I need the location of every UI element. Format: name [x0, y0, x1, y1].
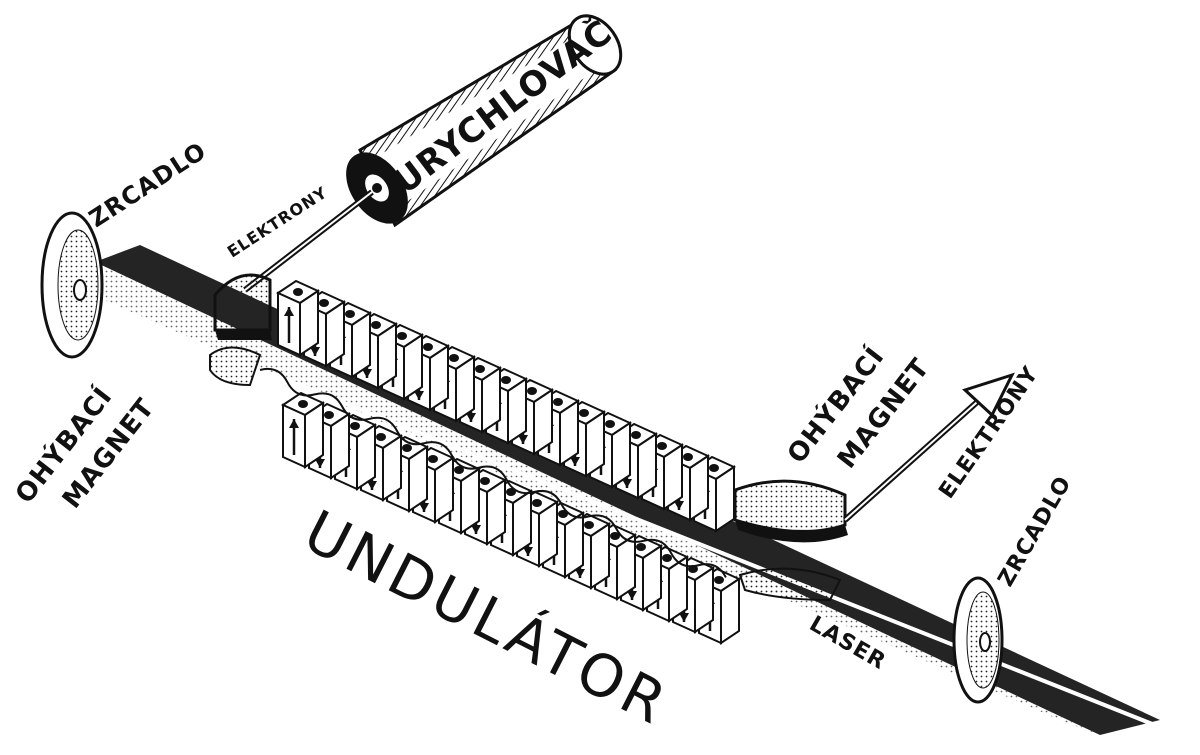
- mirror-right: [952, 576, 1004, 704]
- mirror-left: [40, 211, 104, 359]
- label-accelerator: URYCHLOVAČ: [386, 11, 620, 202]
- magnet-block: [280, 391, 326, 469]
- electron-wiggle-path: [259, 367, 727, 578]
- arrow-down-icon: [362, 369, 372, 378]
- arrow-down-icon: [679, 613, 689, 622]
- label-mirror-right: ZRCADLO: [994, 472, 1077, 591]
- undulator-lower-row: [280, 391, 742, 645]
- electron-injection-line: [243, 189, 374, 293]
- arrow-down-icon: [674, 501, 684, 510]
- arrow-down-icon: [471, 525, 481, 534]
- label-electrons-in: ELEKTRONY: [224, 183, 331, 262]
- bending-magnet-right: [733, 479, 848, 602]
- accelerator-tube: [346, 14, 623, 228]
- arrow-down-icon: [570, 457, 580, 466]
- arrow-down-icon: [575, 569, 585, 578]
- arrow-down-icon: [367, 481, 377, 490]
- arrow-down-icon: [523, 547, 533, 556]
- electron-exit-arrow: [843, 372, 1015, 523]
- magnet-block: [462, 468, 508, 546]
- arrow-down-icon: [518, 435, 528, 444]
- arrow-down-icon: [419, 503, 429, 512]
- bending-magnet-left: [209, 273, 272, 387]
- arrow-down-icon: [310, 347, 320, 356]
- undulator-upper-row: [275, 279, 737, 533]
- label-mirror-left: ZRCADLO: [84, 137, 212, 233]
- magnet-block: [275, 279, 321, 357]
- arrow-up-icon: [284, 307, 294, 316]
- arrow-down-icon: [315, 459, 325, 468]
- arrow-down-icon: [627, 591, 637, 600]
- arrow-down-icon: [622, 479, 632, 488]
- arrow-down-icon: [414, 391, 424, 400]
- arrow-up-icon: [289, 419, 299, 428]
- arrow-down-icon: [466, 413, 476, 422]
